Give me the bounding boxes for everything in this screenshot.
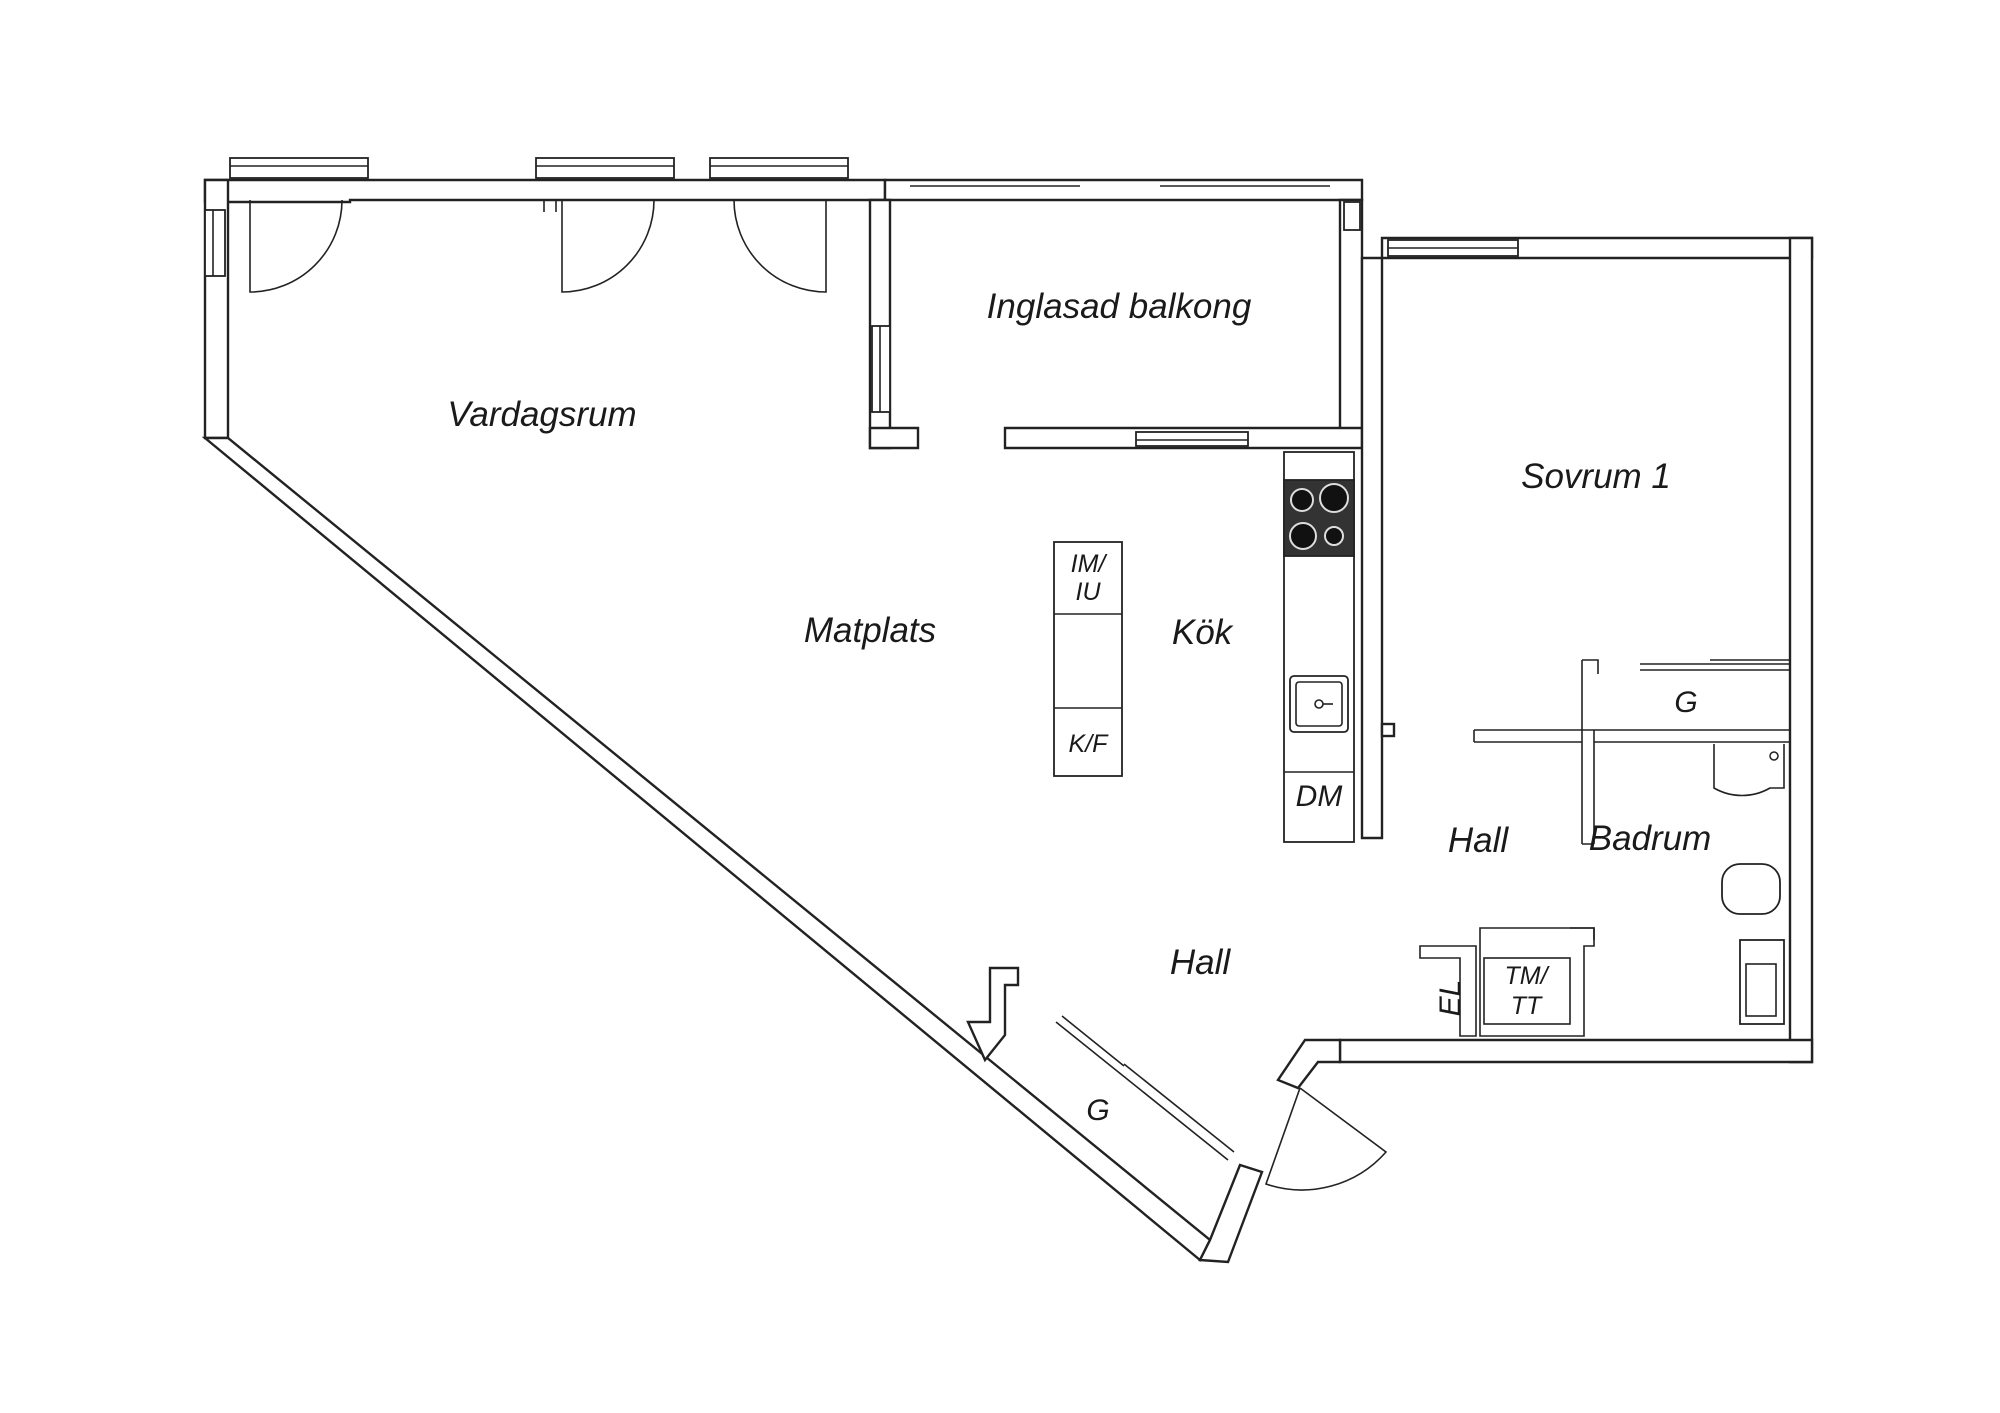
door-swing-1 [249,199,343,293]
window-balcony-south [1135,431,1249,447]
bathroom-shower [1713,744,1785,797]
room-label-hall-entry: Hall [1170,943,1232,982]
room-label-vardagsrum: Vardagsrum [447,395,636,434]
entrance-door [1264,1087,1388,1191]
interior-walls [1380,659,1790,1037]
entrance-jamb [1276,1038,1342,1090]
appliance-column [1053,541,1123,777]
room-label-matplats: Matplats [804,611,936,650]
balcony-north-wall [883,178,1364,202]
room-label-badrum: Badrum [1589,819,1712,858]
window-balcony-east [1343,201,1361,231]
wall-segment [1380,722,1396,738]
door-swing-3 [733,199,827,293]
east-wall [1788,236,1814,1064]
island: IM/ IU K/F [1053,541,1123,777]
hall-closet-stub [966,966,1020,1063]
im-iu-label-2: IU [1076,578,1102,606]
balcony-east-wall [1338,198,1364,432]
entrance-south-wall [1198,1163,1264,1264]
window-west [204,209,226,277]
window-living-2 [535,157,675,179]
south-east-wall [1338,1038,1814,1064]
kitchen-sink [1289,675,1349,733]
kitchen-counter: DM [1283,451,1355,843]
tm-tt-label-1: TM/ [1504,962,1550,990]
walls [201,178,1814,1264]
garderob-bedroom-label: G [1674,686,1697,719]
window-balcony-west [871,325,891,413]
door-swing-2 [561,199,655,293]
room-label-sovrum-1: Sovrum 1 [1521,457,1671,496]
room-label-inglasad-balkong: Inglasad balkong [987,287,1252,326]
door-swing-entrance [1264,1087,1388,1191]
el-label: EL [1434,980,1467,1017]
toilet [1721,863,1781,915]
balcony-west-stub [868,426,920,450]
balcony-doors [249,199,827,293]
el-cabinet [1419,945,1477,1037]
hall-cross-wall [1474,729,1790,845]
room-label-kok: Kök [1172,613,1234,652]
im-iu-label-1: IM/ [1071,550,1109,578]
north-wall [203,178,887,204]
room-label-hall-inner: Hall [1448,821,1510,860]
window-living-3 [709,157,849,179]
hall-wardrobe [1055,1015,1235,1161]
kitchen-bedroom-wall [1360,256,1384,840]
window-living-1 [229,157,369,179]
tm-tt-label-2: TT [1511,992,1543,1020]
dm-label: DM [1296,780,1343,813]
windows [204,157,1519,447]
garderob-hall-label: G [1086,1094,1109,1127]
kf-label: K/F [1069,730,1110,758]
room-labels: Inglasad balkong Vardagsrum Sovrum 1 Mat… [447,287,1711,1127]
